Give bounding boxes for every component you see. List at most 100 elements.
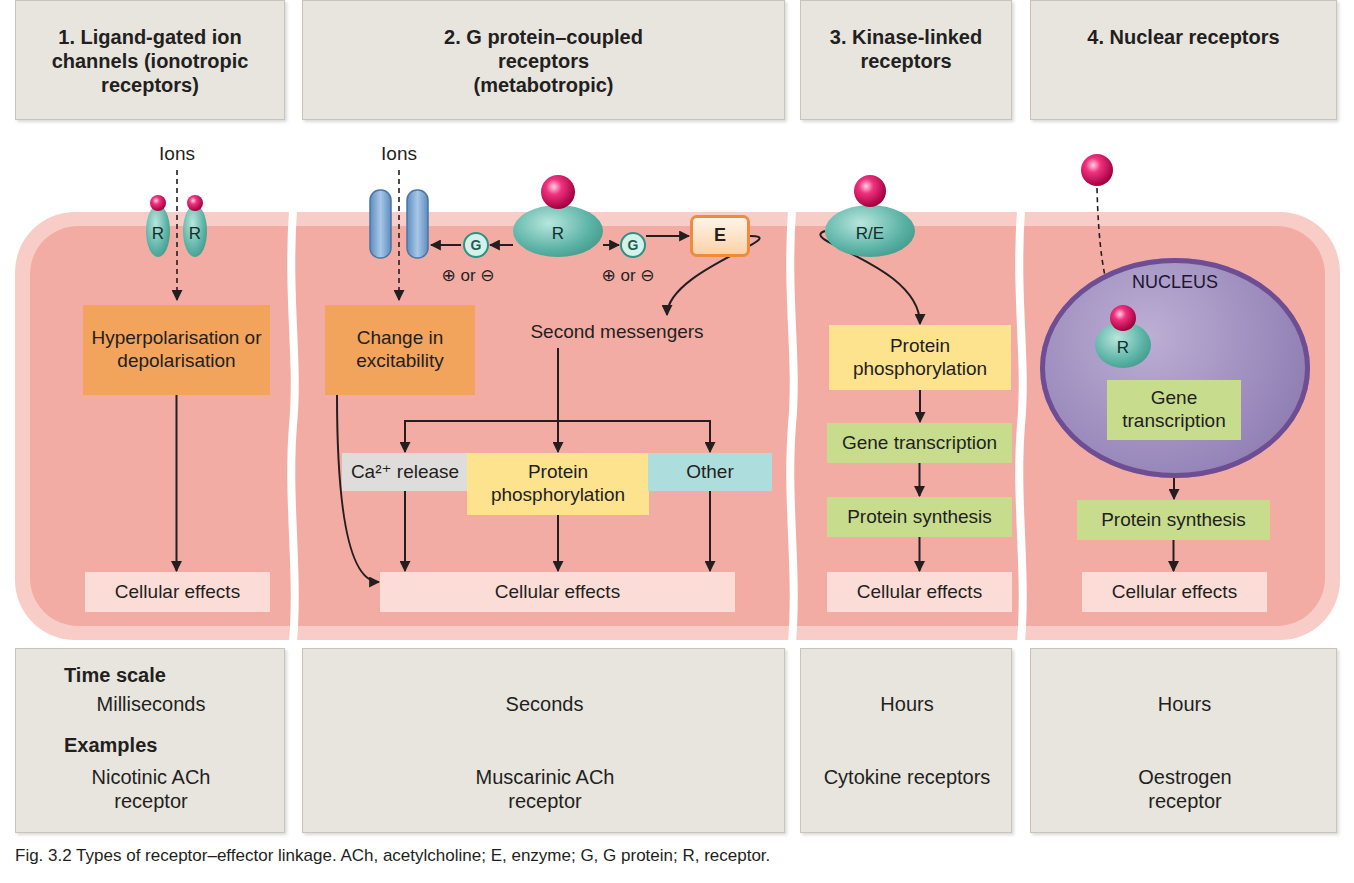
process-box: Protein synthesis	[1077, 500, 1270, 540]
node-text: Other	[686, 461, 734, 484]
node-text: Hours	[811, 692, 1003, 716]
node-text: R	[152, 224, 164, 244]
process-box: Protein synthesis	[827, 497, 1012, 537]
ion-flow-arrow	[398, 170, 400, 300]
panel-separator	[1019, 210, 1022, 642]
node-text: R	[552, 224, 564, 244]
connector-arrow	[404, 491, 406, 571]
node-text: R/E	[856, 224, 884, 244]
node-text: Examples	[64, 733, 157, 757]
node-text: Seconds	[313, 692, 776, 716]
node-text: E	[714, 225, 726, 247]
node-text: Gene transcription	[842, 432, 997, 455]
node-text: R	[1117, 338, 1129, 358]
g-protein: G	[620, 232, 646, 258]
phosphorylation-box: Protein phosphorylation	[829, 325, 1011, 390]
membrane-effect-box: Change in excitability	[325, 305, 475, 395]
enzyme-box: E	[690, 215, 750, 257]
node-text: Protein synthesis	[1101, 509, 1246, 532]
ligand-ball	[150, 195, 166, 211]
cytoplasm	[30, 226, 1325, 626]
connector-arrow	[603, 244, 619, 246]
connector-arrow	[558, 348, 710, 452]
connector-arrow	[1173, 540, 1175, 571]
sign-label: ⊕ or ⊖	[441, 265, 494, 286]
node-text: Cellular effects	[495, 581, 620, 604]
node-text: G	[628, 237, 639, 254]
node-text: 2. G protein–coupled receptors (metabotr…	[429, 25, 659, 97]
node-text: 3. Kinase-linked receptors	[816, 25, 996, 73]
node-text: Oestrogen receptor	[1110, 765, 1260, 813]
effect-box: Cellular effects	[1082, 572, 1267, 612]
connector-arrow	[709, 491, 711, 571]
table-cell: HoursOestrogen receptor	[1030, 648, 1337, 833]
receptor: R	[513, 205, 603, 257]
node-text: NUCLEUS	[1132, 272, 1218, 294]
node-text: Protein synthesis	[847, 506, 992, 529]
effect-box: Cellular effects	[380, 572, 735, 612]
node-text: Second messengers	[530, 321, 703, 344]
node-text: Protein phosphorylation	[470, 461, 646, 507]
connector-arrow	[919, 463, 921, 496]
messenger-text-node: Second messengers	[517, 316, 717, 348]
node-text: Hyperpolarisation or depolarisation	[87, 327, 266, 373]
connector-arrow	[557, 515, 559, 571]
node-text: Nicotinic ACh receptor	[76, 765, 226, 813]
connector-arrow	[919, 390, 921, 422]
ion-channel	[370, 190, 391, 258]
other-box: Other	[648, 453, 772, 491]
receptor: R/E	[825, 205, 915, 257]
node-text: Muscarinic ACh receptor	[470, 765, 620, 813]
ligand-ball	[187, 195, 203, 211]
process-box: Gene transcription	[1107, 380, 1241, 440]
nucleus: NUCLEUS R Gene transcription	[1040, 258, 1310, 478]
node-text: Gene transcription	[1110, 387, 1238, 433]
sign-label: ⊕ or ⊖	[601, 265, 654, 286]
ligand-ball	[1081, 154, 1113, 186]
gprotein-channel-arrow	[431, 244, 461, 246]
node-text: 4. Nuclear receptors	[1087, 25, 1279, 49]
connector-arrow	[919, 537, 921, 571]
table-cell: HoursCytokine receptors	[800, 648, 1012, 833]
ion-flow-arrow	[176, 170, 178, 300]
panel-separator	[291, 210, 294, 642]
node-text: Cytokine receptors	[807, 765, 1007, 789]
node-text: Cellular effects	[857, 581, 982, 604]
node-text: Cellular effects	[115, 581, 240, 604]
effect-box: Cellular effects	[85, 572, 270, 612]
calcium-box: Ca²⁺ release	[342, 453, 468, 491]
receptor: R	[146, 205, 170, 257]
column-header: 3. Kinase-linked receptors	[800, 0, 1012, 120]
ligand-ball	[1110, 305, 1136, 331]
column-header: 4. Nuclear receptors	[1030, 0, 1337, 120]
table-cell: SecondsMuscarinic ACh receptor	[302, 648, 785, 833]
phosphorylation-box: Protein phosphorylation	[467, 453, 649, 515]
panel-separator	[790, 210, 793, 642]
column-header: 2. G protein–coupled receptors (metabotr…	[302, 0, 785, 120]
node-text: Cellular effects	[1112, 581, 1237, 604]
process-box: Gene transcription	[827, 423, 1012, 463]
node-text: Ca²⁺ release	[351, 461, 459, 484]
node-text: Milliseconds	[26, 692, 276, 716]
column-header: 1. Ligand-gated ion channels (ionotropic…	[15, 0, 285, 120]
effect-box: Cellular effects	[827, 572, 1012, 612]
connector-arrow	[176, 395, 178, 571]
figure-caption: Fig. 3.2 Types of receptor–effector link…	[15, 846, 770, 866]
ions-label: Ions	[159, 143, 195, 165]
connector-arrow	[646, 235, 689, 237]
ion-channel	[407, 190, 428, 258]
connector-arrow	[490, 244, 513, 246]
cell-membrane	[15, 212, 1340, 640]
table-cell: Time scaleMillisecondsExamplesNicotinic …	[15, 648, 285, 833]
node-text: 1. Ligand-gated ion channels (ionotropic…	[35, 25, 265, 97]
node-text: Time scale	[64, 663, 166, 687]
membrane-effect-box: Hyperpolarisation or depolarisation	[83, 305, 270, 395]
receptor: R	[1095, 322, 1151, 368]
ligand-ball	[854, 175, 886, 207]
node-text: R	[189, 224, 201, 244]
node-text: Protein phosphorylation	[832, 335, 1008, 381]
node-text: Change in excitability	[329, 327, 471, 373]
receptor: R	[183, 205, 207, 257]
node-text: G	[471, 237, 482, 254]
